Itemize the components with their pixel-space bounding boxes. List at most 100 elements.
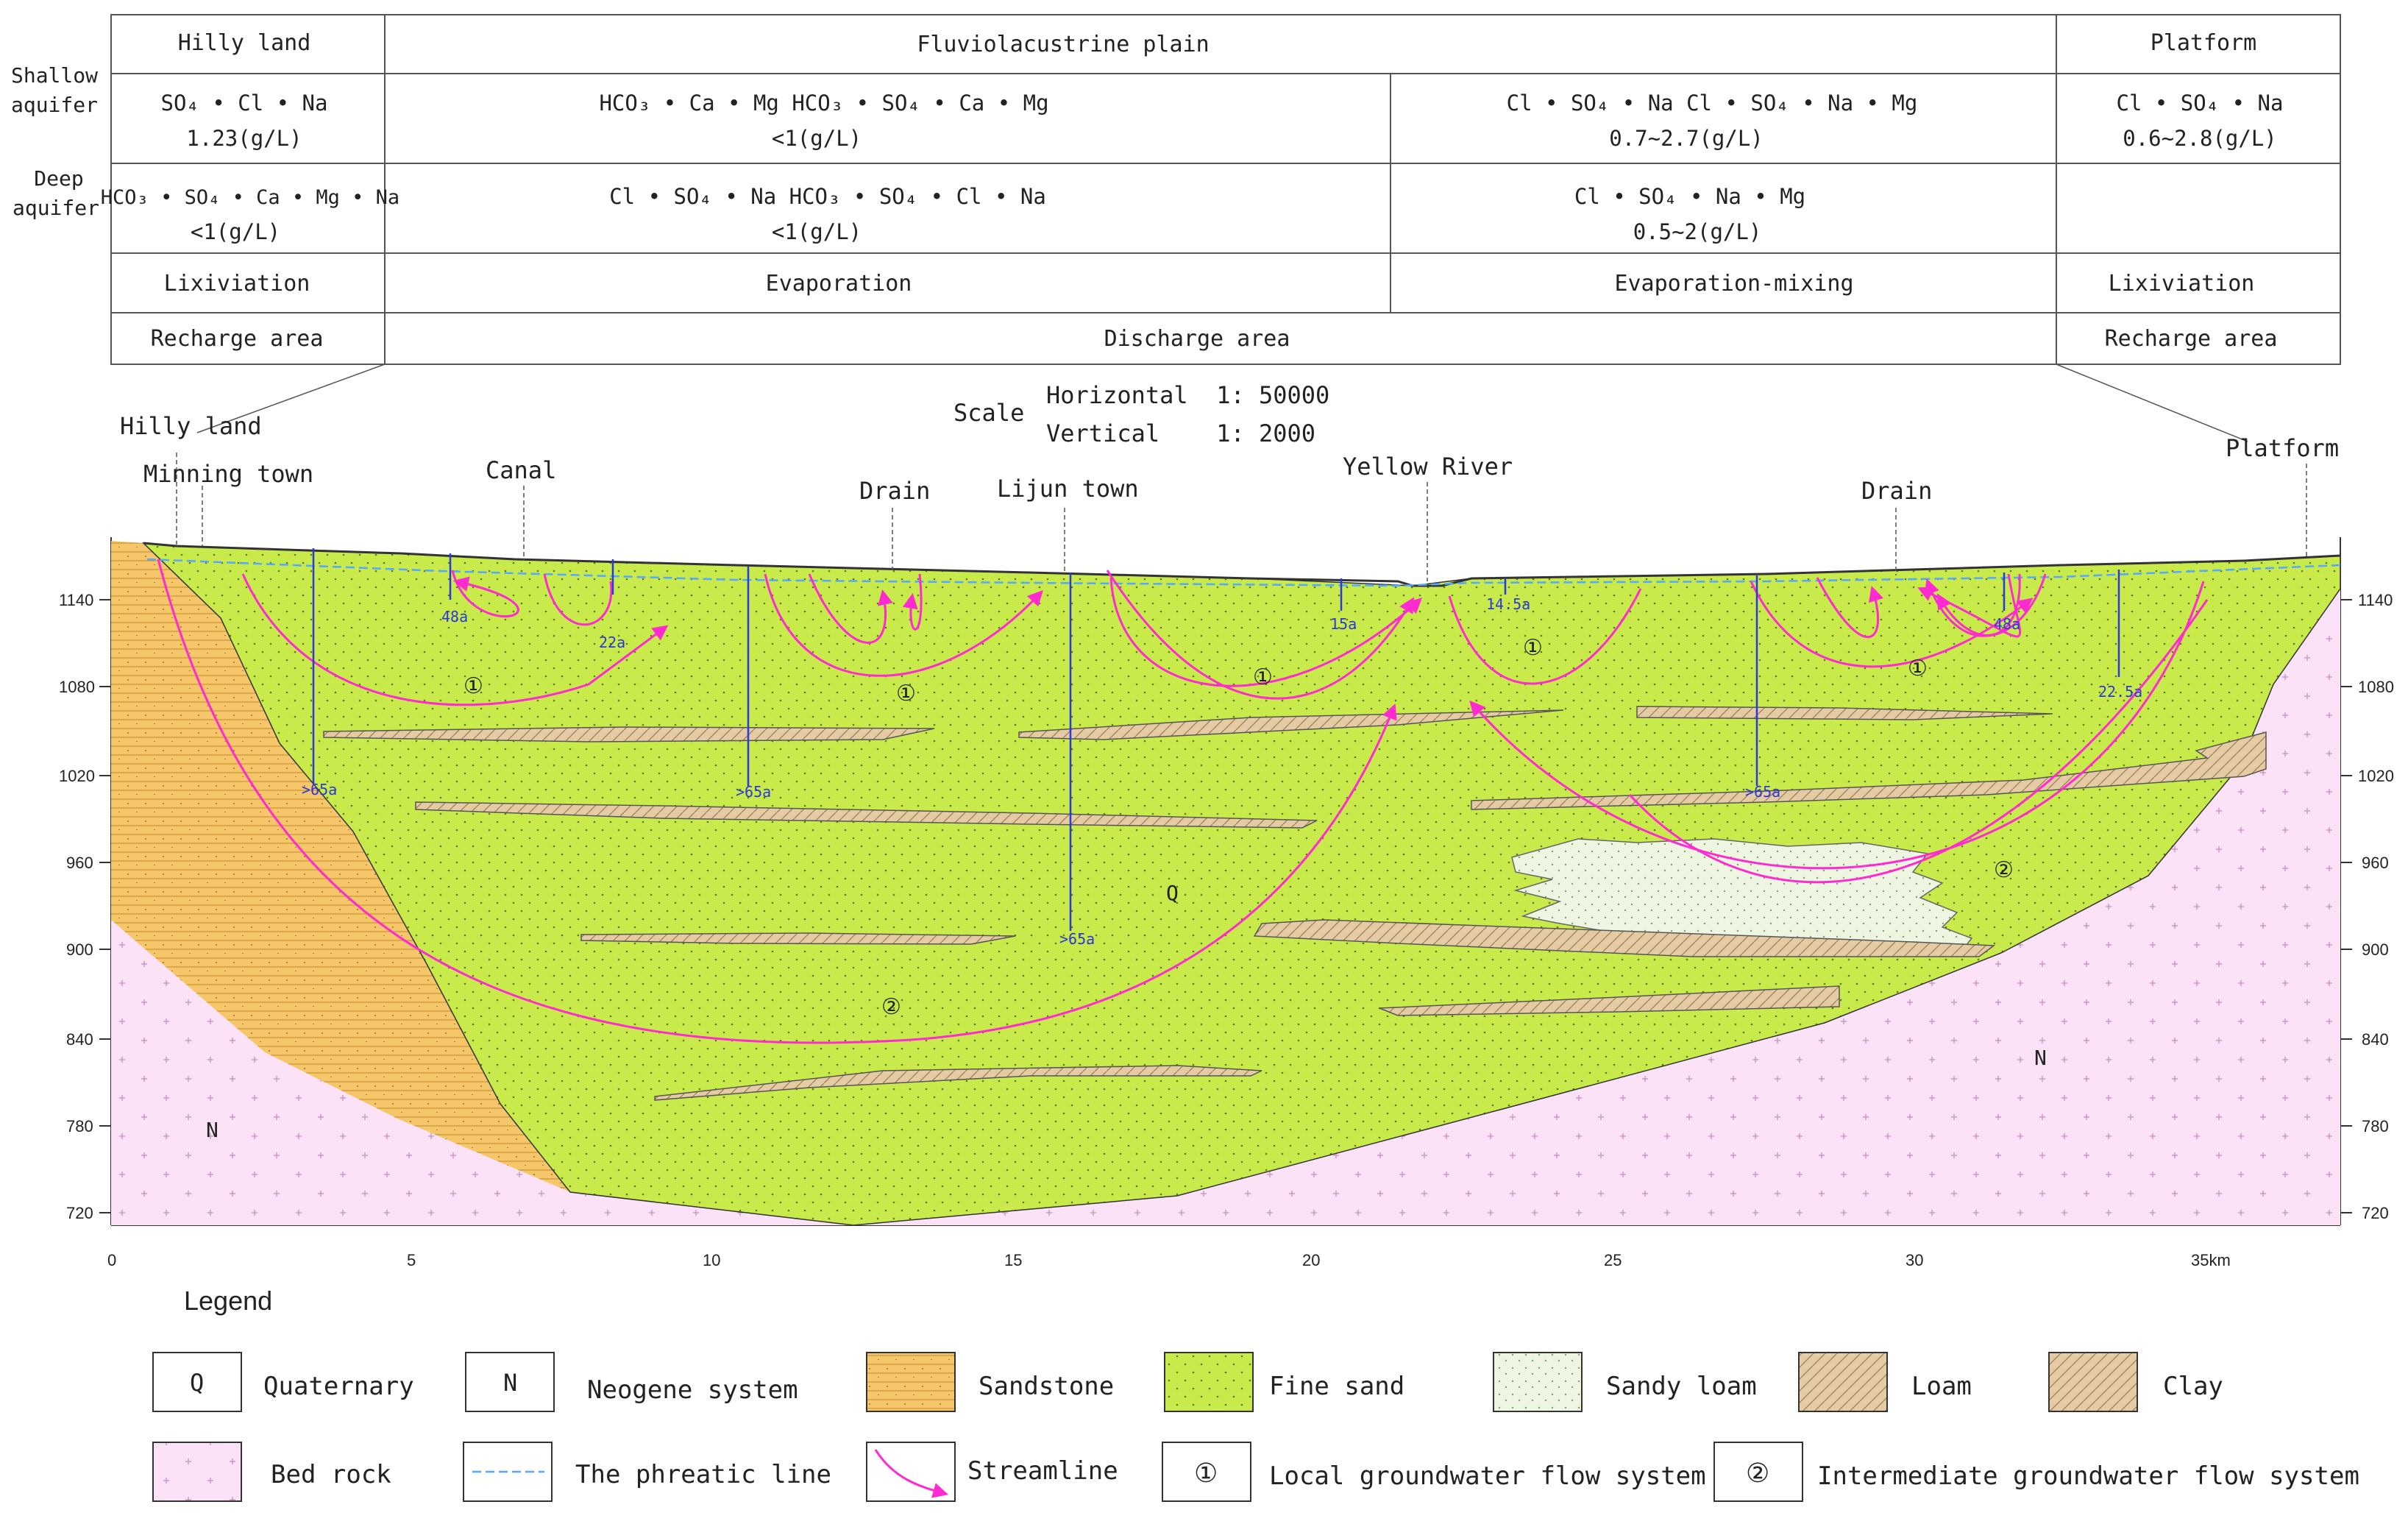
- local-system-marker: ①: [464, 673, 483, 699]
- legend-label: Streamline: [967, 1456, 1118, 1486]
- intermediate-system-marker: ②: [1994, 857, 2014, 883]
- streamline: [808, 573, 893, 644]
- streamline: [241, 573, 669, 706]
- x-tick-label: 30: [1906, 1251, 1923, 1269]
- well-age: 15a: [1330, 615, 1357, 633]
- y-tick-label: 780: [2362, 1117, 2389, 1135]
- well-age: >65a: [302, 781, 337, 798]
- legend-label: Loam: [1911, 1372, 1972, 1401]
- row-label-deep: Deep aquifer: [13, 166, 99, 220]
- legend-item-sandyloam: Sandy loam: [1493, 1352, 1757, 1412]
- y-tick-label: 1140: [2358, 591, 2393, 609]
- loam-lens: [323, 726, 935, 742]
- well-age: 22.5a: [2098, 683, 2142, 701]
- y-tick-label: 1140: [59, 591, 93, 609]
- streamline: [764, 573, 1043, 677]
- legend-item-sandstone: Sandstone: [866, 1352, 1114, 1412]
- svg-text:Shallow: Shallow: [11, 63, 98, 88]
- place-yellow-river: Yellow River: [1343, 453, 1513, 481]
- hilly-area: Recharge area: [151, 326, 324, 352]
- x-tick-label: 35km: [2191, 1251, 2231, 1269]
- legend-item-bedrock: Bed rock: [152, 1442, 391, 1502]
- platform-shallow-tds: 0.6~2.8(g/L): [2123, 126, 2277, 151]
- hilly-shallow-tds: 1.23(g/L): [186, 126, 302, 151]
- streamline: [1106, 570, 1415, 700]
- loam-lens: [654, 1065, 1262, 1101]
- hydrochemistry-table: [110, 14, 2341, 442]
- y-tick-label: 960: [66, 854, 93, 872]
- streamline: [1469, 581, 2205, 870]
- hilly-shallow-type: SO₄ • Cl • Na: [161, 91, 328, 116]
- y-tick-label: 840: [66, 1030, 93, 1049]
- legend-label: Sandy loam: [1606, 1372, 1757, 1401]
- y-tick-label: 720: [66, 1204, 93, 1222]
- platform-area: Recharge area: [2105, 326, 2278, 352]
- svg-text:aquifer: aquifer: [13, 196, 99, 220]
- place-canal: Canal: [486, 456, 556, 484]
- loam-lenses: [323, 706, 2267, 1101]
- plain-process-right: Evaporation-mixing: [1614, 271, 1853, 297]
- streamline: [157, 559, 1397, 1044]
- hilly-deep-type: HCO₃ • SO₄ • Ca • Mg • Na: [101, 186, 399, 209]
- y-tick-label: 720: [2362, 1204, 2389, 1222]
- hilly-process: Lixiviation: [164, 271, 310, 297]
- legend-label: Quaternary: [263, 1372, 414, 1401]
- plain-shallow-right-type: Cl • SO₄ • Na Cl • SO₄ • Na • Mg: [1507, 91, 1918, 116]
- y-tick-label: 1020: [2358, 767, 2394, 785]
- well-age: 48a: [1994, 615, 2020, 633]
- svg-text:aquifer: aquifer: [11, 93, 98, 117]
- y-tick-label: 960: [2362, 854, 2389, 872]
- y-tick-label: 780: [66, 1117, 93, 1135]
- legend-label: Clay: [2163, 1372, 2223, 1401]
- legend-label: Intermediate groundwater flow system: [1817, 1461, 2359, 1491]
- plain-shallow-left-tds: <1(g/L): [772, 126, 862, 151]
- y-tick-label: 1080: [59, 678, 95, 696]
- y-axis-right: [2340, 599, 2352, 1213]
- row-label-shallow: Shallow aquifer: [11, 63, 98, 117]
- y-tick-label: 1080: [2358, 678, 2394, 696]
- place-minning-town: Minning town: [143, 460, 313, 488]
- plain-deep-left-type: Cl • SO₄ • Na HCO₃ • SO₄ • Cl • Na: [609, 184, 1046, 209]
- legend-item-quaternary: Q Quaternary: [152, 1352, 414, 1412]
- neogene-marker: N: [2034, 1046, 2047, 1070]
- place-lijun-town: Lijun town: [997, 475, 1139, 503]
- legend-symbol: ②: [1746, 1459, 1769, 1489]
- scale-horizontal: Horizontal 1: 50000: [1046, 381, 1329, 409]
- streamline: [451, 570, 519, 618]
- svg-text:Deep: Deep: [34, 166, 83, 191]
- sandstone-layer: [111, 541, 570, 1192]
- legend-label: The phreatic line: [575, 1460, 831, 1489]
- loam-lens: [1253, 919, 1996, 957]
- legend-label: Fine sand: [1269, 1372, 1404, 1401]
- zone-hilly-land: Hilly land: [178, 30, 311, 56]
- x-tick-label: 0: [107, 1251, 116, 1269]
- system-markers: ① ① ① ① ① ② ② Q N N: [206, 635, 2047, 1142]
- x-tick-label: 10: [703, 1251, 720, 1269]
- platform-process: Lixiviation: [2109, 271, 2255, 297]
- plain-deep-right-type: Cl • SO₄ • Na • Mg: [1574, 184, 1805, 209]
- loam-lens: [1018, 709, 1564, 740]
- legend-item-intermediate-system: ② Intermediate groundwater flow system: [1713, 1442, 2359, 1502]
- x-tick-label: 20: [1302, 1251, 1320, 1269]
- legend-label: Local groundwater flow system: [1269, 1461, 1706, 1491]
- legend-label: Bed rock: [271, 1460, 391, 1489]
- legend-item-phreatic-line: The phreatic line: [463, 1442, 831, 1502]
- hilly-deep-tds: <1(g/L): [191, 219, 280, 244]
- well-age: >65a: [1059, 930, 1095, 948]
- streamline: [1924, 573, 2047, 637]
- scale-vertical: Vertical 1: 2000: [1046, 419, 1315, 447]
- streamlines: [157, 559, 2209, 1044]
- well-age: 14.5a: [1486, 595, 1530, 613]
- well-age-labels: 48a 22a >65a >65a >65a 15a 14.5a >65a 48…: [302, 595, 2142, 948]
- x-tick-label: 5: [407, 1251, 416, 1269]
- streamline: [1816, 577, 1884, 638]
- loam-lens: [1379, 985, 1840, 1016]
- plain-shallow-left-type: HCO₃ • Ca • Mg HCO₃ • SO₄ • Ca • Mg: [599, 91, 1048, 116]
- local-system-marker: ①: [1253, 664, 1273, 690]
- y-tick-label: 840: [2362, 1030, 2389, 1049]
- y-tick-label: 900: [66, 940, 93, 959]
- y-axis-left-labels: 1140 1080 1020 960 900 840 780 720: [59, 591, 95, 1222]
- loam-lens: [580, 932, 1016, 945]
- place-leaders: [176, 453, 2307, 581]
